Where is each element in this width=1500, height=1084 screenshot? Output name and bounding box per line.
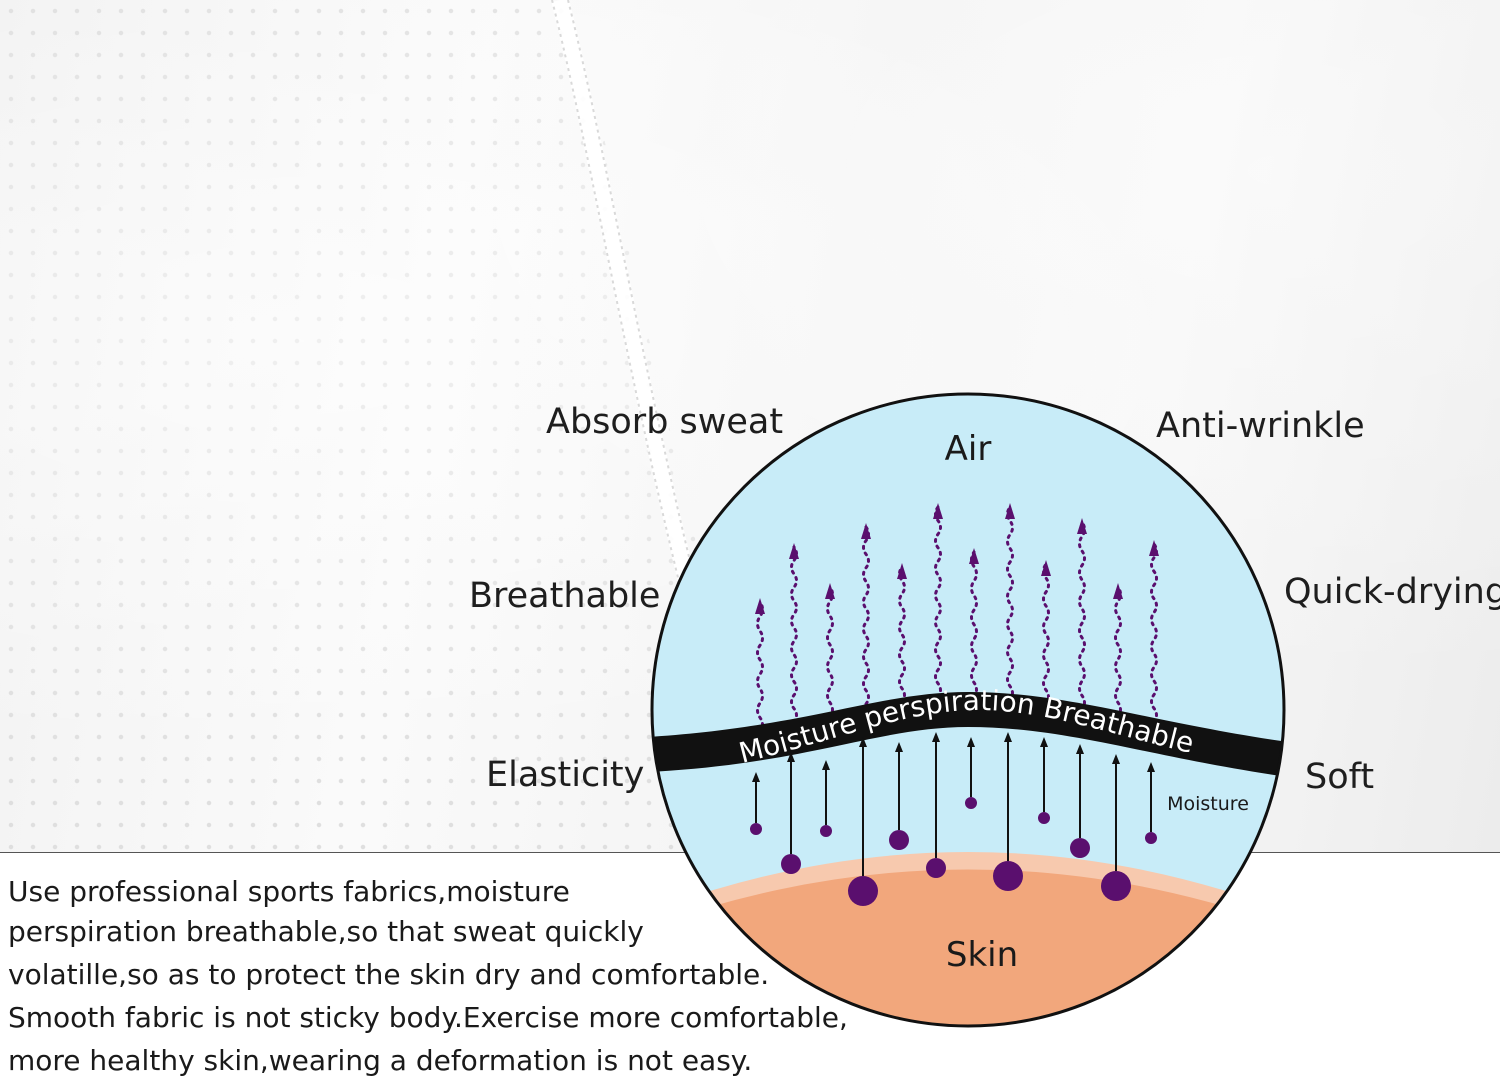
moisture-label: Moisture	[1167, 793, 1249, 815]
vapor-arrows	[755, 503, 1159, 734]
moisture-arrowhead	[752, 772, 760, 782]
moisture-arrowhead	[859, 737, 867, 747]
moisture-arrows	[750, 732, 1157, 906]
moisture-arrowhead	[967, 737, 975, 747]
vapor-arrowhead	[1041, 560, 1051, 576]
sweat-droplet	[993, 861, 1023, 891]
sweat-droplet	[889, 830, 909, 850]
vapor-arrow	[1150, 542, 1158, 724]
feature-anti-wrinkle: Anti-wrinkle	[1156, 406, 1365, 446]
feature-soft: Soft	[1305, 757, 1375, 797]
sweat-droplet	[848, 876, 878, 906]
vapor-arrowhead	[755, 598, 765, 614]
description-line: more healthy skin,wearing a deformation …	[8, 1044, 753, 1077]
vapor-arrowhead	[825, 583, 835, 599]
moisture-arrowhead	[1147, 762, 1155, 772]
moisture-arrowhead	[822, 760, 830, 770]
sweat-droplet	[820, 825, 832, 837]
sweat-droplet	[750, 823, 762, 835]
fabric-band	[652, 692, 1284, 777]
sweat-droplet	[965, 797, 977, 809]
description-line: perspiration breathable,so that sweat qu…	[8, 915, 644, 948]
vapor-arrow	[862, 525, 870, 706]
vapor-arrowhead	[933, 503, 943, 519]
vapor-arrowhead	[1005, 503, 1015, 519]
sweat-droplet	[1145, 832, 1157, 844]
feature-breathable: Breathable	[469, 576, 661, 616]
breathability-diagram: Air Moisture perspiration Breathable Moi…	[650, 392, 1286, 1028]
air-label: Air	[945, 429, 992, 469]
moisture-arrowhead	[1076, 744, 1084, 754]
vapor-arrowhead	[861, 523, 871, 539]
sweat-droplet	[781, 854, 801, 874]
vapor-arrow	[1114, 585, 1122, 719]
description-line: Smooth fabric is not sticky body.Exercis…	[8, 1001, 848, 1034]
vapor-arrow	[898, 565, 906, 704]
moisture-arrowhead	[932, 732, 940, 742]
diagram-outline	[650, 392, 1286, 1028]
description-line: volatille,so as to protect the skin dry …	[8, 958, 770, 991]
sweat-droplet	[926, 858, 946, 878]
vapor-arrowhead	[1149, 540, 1159, 556]
vapor-arrowhead	[897, 563, 907, 579]
vapor-arrow	[756, 600, 764, 734]
sweat-droplet	[1038, 812, 1050, 824]
moisture-arrowhead	[1040, 737, 1048, 747]
vapor-arrow	[790, 545, 798, 724]
feature-absorb-sweat: Absorb sweat	[546, 402, 784, 442]
feature-elasticity: Elasticity	[486, 755, 645, 795]
vapor-arrow	[1042, 562, 1050, 706]
vapor-arrow	[1078, 520, 1086, 712]
vapor-arrow	[1006, 505, 1014, 702]
sweat-droplet	[1070, 838, 1090, 858]
moisture-arrowhead	[895, 742, 903, 752]
vapor-arrow	[826, 585, 834, 719]
moisture-arrowhead	[1004, 732, 1012, 742]
vapor-arrowhead	[969, 548, 979, 564]
vapor-arrow	[970, 550, 978, 699]
vapor-arrow	[934, 505, 942, 699]
sweat-droplet	[1101, 871, 1131, 901]
vapor-arrowhead	[1113, 583, 1123, 599]
vapor-arrowhead	[789, 543, 799, 559]
skin-label: Skin	[946, 935, 1018, 975]
vapor-arrowhead	[1077, 518, 1087, 534]
moisture-arrowhead	[1112, 754, 1120, 764]
feature-quick-drying: Quick-drying	[1284, 572, 1500, 612]
description-line: Use professional sports fabrics,moisture	[8, 875, 570, 908]
moisture-arrowhead	[787, 752, 795, 762]
